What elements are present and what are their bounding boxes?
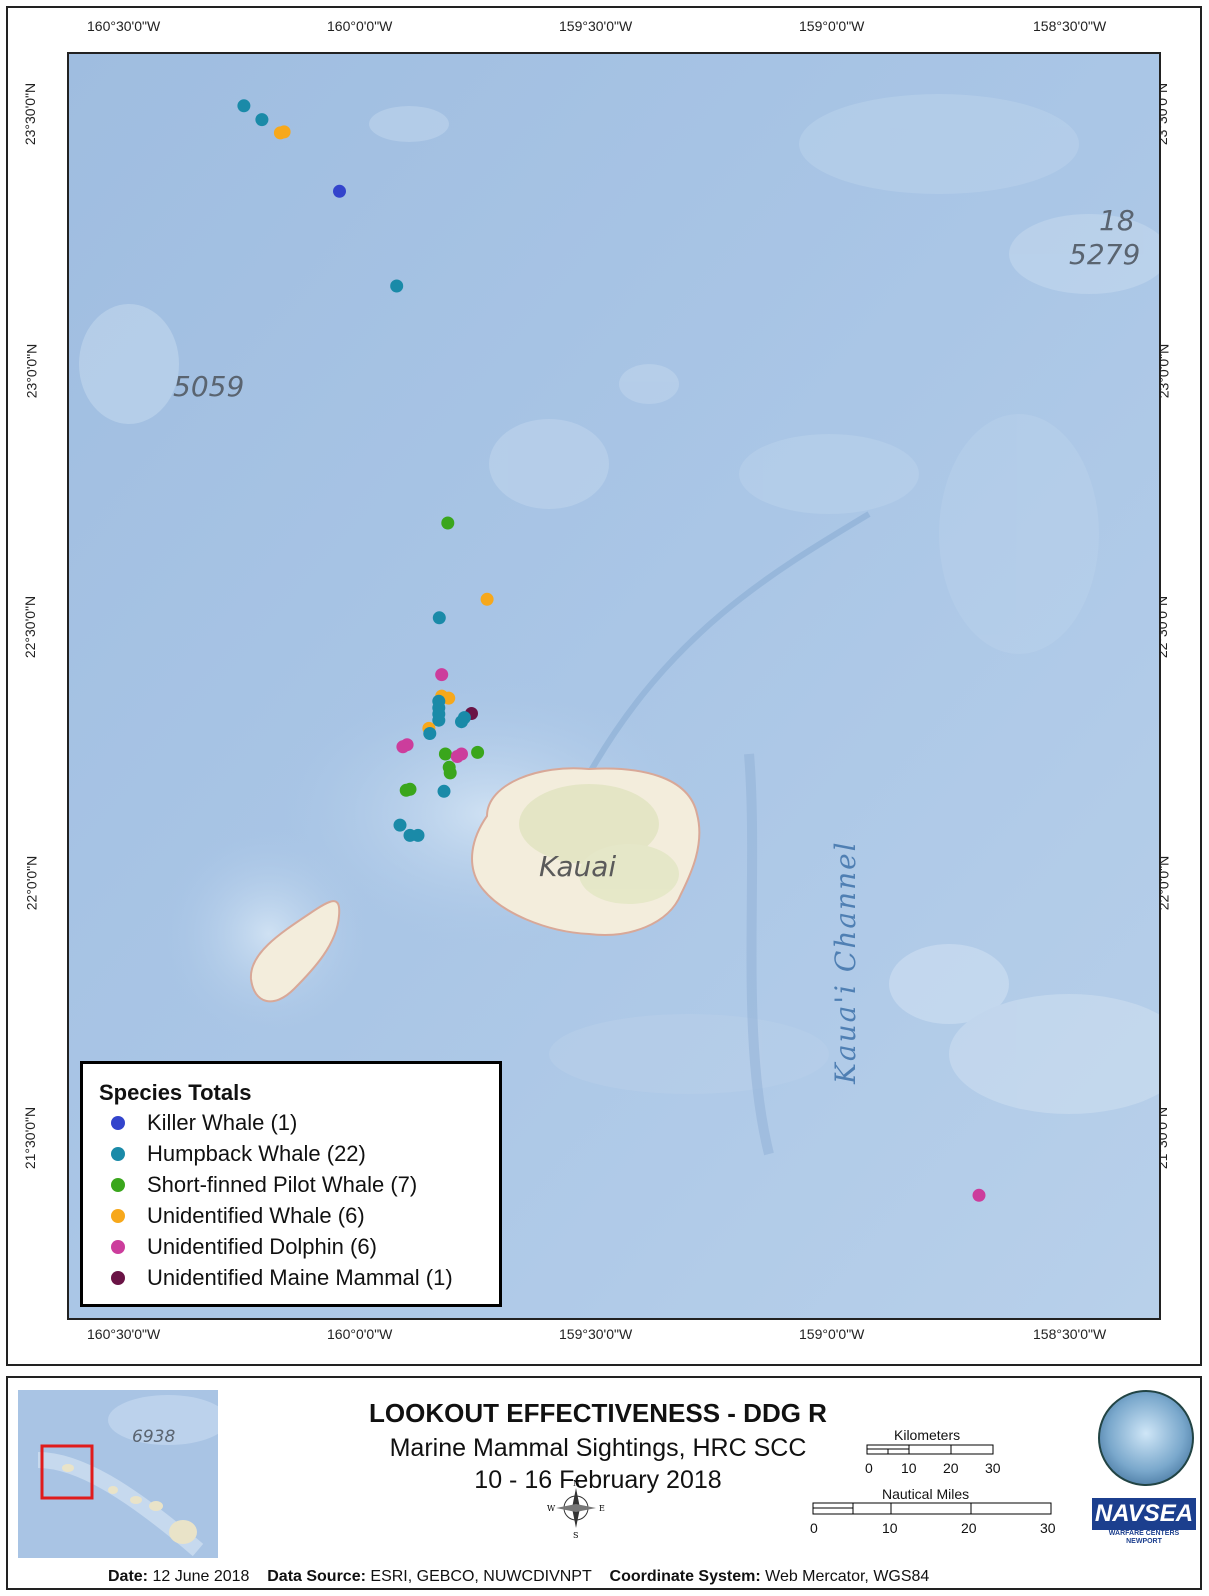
sighting-marker-short-finned-pilot-whale[interactable]: [443, 766, 457, 780]
depth-label-5059: 5059: [173, 370, 244, 403]
depth-label-5279: 5279: [1069, 238, 1140, 271]
humpback-whale-marker-icon: [111, 1147, 125, 1161]
title-block: 6938 LOOKOUT EFFECTIVENESS - DDG R Marin…: [6, 1376, 1202, 1590]
lon-label-top-2: 160°0'0"W: [327, 18, 393, 34]
scale-km-label: Kilometers: [894, 1427, 961, 1443]
legend-label: Killer Whale (1): [147, 1110, 298, 1135]
lat-label-left-1: 23°30'0"N: [22, 82, 39, 146]
sighting-marker-unidentified-dolphin[interactable]: [435, 668, 449, 682]
unidentified-dolphin-marker-icon: [111, 1240, 125, 1254]
lon-label-bottom-1: 160°30'0"W: [87, 1326, 161, 1342]
lon-label-bottom-5: 158°30'0"W: [1033, 1326, 1107, 1342]
kauai-channel-trough: [744, 753, 774, 1156]
svg-text:N: N: [573, 1479, 580, 1488]
svg-text:E: E: [599, 1504, 605, 1513]
killer-whale-marker-icon: [111, 1116, 125, 1130]
locator-inset-map: 6938: [18, 1390, 218, 1558]
sighting-marker-humpback-whale[interactable]: [390, 279, 404, 293]
sighting-marker-humpback-whale[interactable]: [255, 113, 269, 127]
pilot-whale-marker-icon: [111, 1178, 125, 1192]
legend-label: Unidentified Whale (6): [147, 1203, 365, 1228]
sighting-marker-humpback-whale[interactable]: [393, 818, 407, 832]
sighting-marker-humpback-whale[interactable]: [432, 611, 446, 625]
map-canvas[interactable]: 5059 18 5279 Kauai Kaua'i Channel: [69, 54, 1159, 1318]
map-title: LOOKOUT EFFECTIVENESS - DDG R: [369, 1398, 827, 1428]
sightings-layer: [237, 99, 986, 1202]
lon-label-top-5: 158°30'0"W: [1033, 18, 1107, 34]
legend-item-unidentified-mammal: Unidentified Maine Mammal (1): [111, 1263, 453, 1293]
lat-label-left-4: 22°0'0"N: [23, 855, 40, 911]
lat-label-left-2: 23°0'0"N: [23, 343, 40, 399]
channel-trough: [586, 511, 871, 776]
legend-label: Humpback Whale (22): [147, 1141, 366, 1166]
inset-depth-label: 6938: [132, 1427, 175, 1447]
legend-label: Unidentified Dolphin (6): [147, 1234, 377, 1259]
metadata-line: Date: 12 June 2018 Data Source: ESRI, GE…: [108, 1568, 930, 1585]
sighting-marker-humpback-whale[interactable]: [423, 727, 437, 740]
sighting-marker-short-finned-pilot-whale[interactable]: [471, 745, 485, 759]
unidentified-mammal-marker-icon: [111, 1271, 125, 1285]
legend-item-killer-whale: Killer Whale (1): [111, 1108, 297, 1138]
sighting-marker-humpback-whale[interactable]: [437, 784, 451, 798]
sighting-marker-unidentified-whale[interactable]: [277, 125, 291, 139]
map-dates: 10 - 16 February 2018: [474, 1466, 722, 1494]
legend-item-humpback-whale: Humpback Whale (22): [111, 1139, 366, 1169]
unidentified-whale-marker-icon: [111, 1209, 125, 1223]
legend-item-pilot-whale: Short-finned Pilot Whale (7): [111, 1170, 417, 1200]
depth-label-18: 18: [1099, 204, 1135, 237]
legend: Species Totals Killer Whale (1) Humpback…: [80, 1061, 502, 1307]
sighting-marker-humpback-whale[interactable]: [455, 715, 468, 729]
kauai-channel-label: Kaua'i Channel: [829, 840, 862, 1085]
sighting-marker-short-finned-pilot-whale[interactable]: [399, 783, 413, 797]
svg-text:S: S: [573, 1531, 578, 1538]
lon-label-top-3: 159°30'0"W: [559, 18, 633, 34]
navsea-logo: NAVSEA WARFARE CENTERS NEWPORT: [1092, 1498, 1196, 1546]
lat-label-left-5: 21°30'0"N: [22, 1106, 39, 1170]
lon-label-bottom-2: 160°0'0"W: [327, 1326, 393, 1342]
niihau-island: [249, 900, 341, 1003]
sighting-marker-killer-whale[interactable]: [333, 184, 346, 198]
scale-nm-label: Nautical Miles: [882, 1486, 970, 1502]
sighting-marker-short-finned-pilot-whale[interactable]: [441, 516, 455, 530]
scale-bar-nm: [812, 1502, 1052, 1515]
sighting-marker-unidentified-dolphin[interactable]: [972, 1188, 986, 1202]
study-area-box: [40, 1444, 94, 1500]
lon-label-top-1: 160°30'0"W: [87, 18, 161, 34]
lon-label-bottom-3: 159°30'0"W: [559, 1326, 633, 1342]
scale-bar-km: [866, 1444, 994, 1455]
compass-rose-icon: N S W E: [547, 1479, 605, 1538]
sighting-marker-humpback-whale[interactable]: [411, 828, 425, 842]
lon-label-bottom-4: 159°0'0"W: [799, 1326, 865, 1342]
map-subtitle: Marine Mammal Sightings, HRC SCC: [389, 1434, 807, 1462]
map-frame: [6, 6, 1202, 1366]
sighting-marker-humpback-whale[interactable]: [432, 713, 446, 727]
navy-environmental-seal-logo: [1098, 1390, 1194, 1486]
sighting-marker-humpback-whale[interactable]: [237, 99, 251, 113]
map-panel[interactable]: 5059 18 5279 Kauai Kaua'i Channel: [67, 52, 1161, 1320]
legend-item-unidentified-whale: Unidentified Whale (6): [111, 1201, 365, 1231]
kauai-label: Kauai: [539, 850, 616, 883]
sighting-marker-unidentified-whale[interactable]: [442, 691, 456, 705]
legend-title: Species Totals: [99, 1080, 252, 1105]
lat-label-left-3: 22°30'0"N: [22, 595, 39, 659]
legend-label: Unidentified Maine Mammal (1): [147, 1265, 453, 1290]
legend-label: Short-finned Pilot Whale (7): [147, 1172, 418, 1197]
kauai-terrain: [519, 784, 679, 904]
sighting-marker-unidentified-dolphin[interactable]: [450, 750, 464, 763]
svg-text:W: W: [547, 1504, 556, 1513]
legend-item-unidentified-dolphin: Unidentified Dolphin (6): [111, 1232, 377, 1262]
sighting-marker-unidentified-dolphin[interactable]: [396, 740, 410, 754]
niihau-shelf: [159, 824, 379, 1044]
sighting-marker-short-finned-pilot-whale[interactable]: [438, 747, 452, 761]
sighting-marker-unidentified-whale[interactable]: [480, 592, 494, 606]
lon-label-top-4: 159°0'0"W: [799, 18, 865, 34]
